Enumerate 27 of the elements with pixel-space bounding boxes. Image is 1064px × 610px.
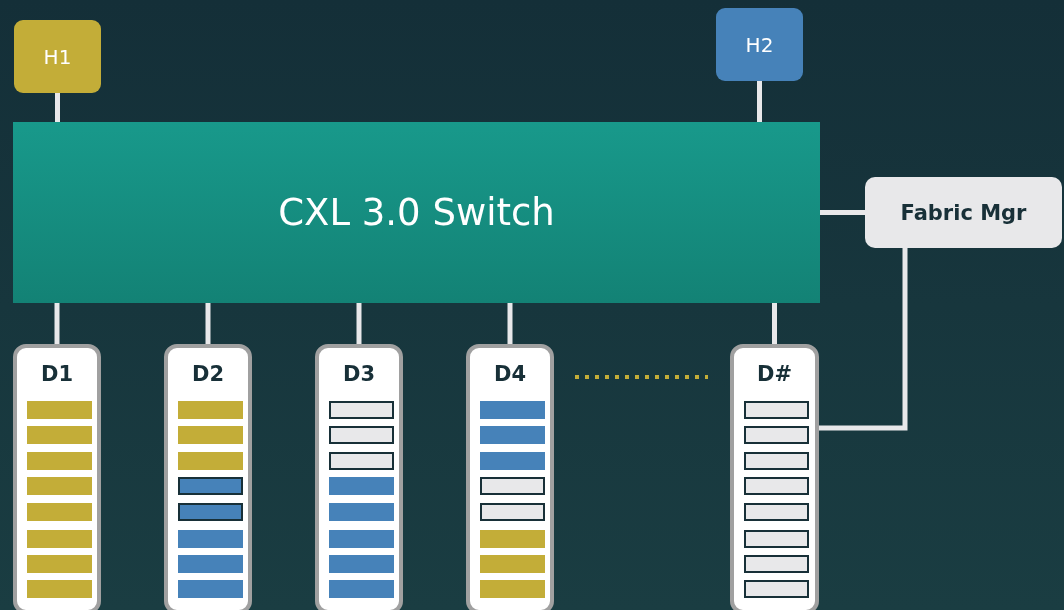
connector-line [205, 303, 211, 344]
connector-line [820, 210, 865, 215]
switch-box [13, 122, 820, 303]
connector-line [757, 81, 762, 122]
memory-device-card [730, 344, 819, 610]
device-label: D3 [342, 362, 375, 388]
connector-line [54, 303, 60, 344]
device-label: D2 [191, 362, 224, 388]
connector-line [356, 303, 362, 344]
connector-line [507, 303, 513, 344]
switch-label: CXL 3.0 Switch [278, 191, 555, 234]
connector-line [819, 248, 908, 431]
host-label: H2 [745, 32, 774, 57]
manager-box [865, 177, 1062, 248]
host-box [14, 20, 101, 93]
host-label: H1 [43, 44, 72, 69]
device-label: D4 [493, 362, 526, 388]
memory-device-card [466, 344, 554, 610]
host-box [716, 8, 803, 81]
memory-device-card [164, 344, 252, 610]
manager-label: Fabric Mgr [900, 200, 1027, 225]
device-label: D# [757, 362, 792, 388]
memory-device-card [13, 344, 101, 610]
connector-line [772, 303, 777, 344]
device-label: D1 [40, 362, 73, 388]
connector-line [55, 93, 60, 122]
memory-device-card [315, 344, 403, 610]
